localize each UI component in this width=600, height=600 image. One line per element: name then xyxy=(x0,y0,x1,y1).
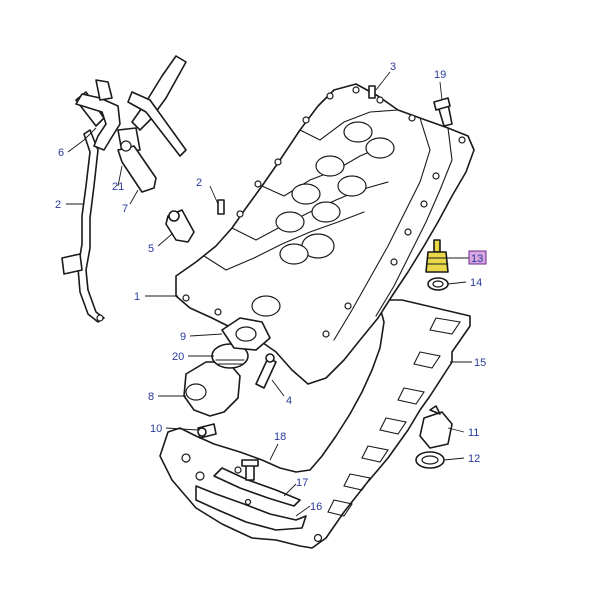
callout-19[interactable]: 19 xyxy=(434,69,446,81)
sensor-highlighted[interactable] xyxy=(425,239,449,273)
callout-21[interactable]: 21 xyxy=(112,181,124,193)
callout-2-stud[interactable]: 2 xyxy=(196,177,202,189)
sealing-washer-12[interactable] xyxy=(415,451,445,469)
callout-6[interactable]: 6 xyxy=(58,147,64,159)
leader-lines xyxy=(66,71,472,517)
temperature-switch[interactable] xyxy=(419,405,453,449)
callout-2-left[interactable]: 2 xyxy=(55,199,61,211)
thermostat-housing[interactable] xyxy=(183,361,241,417)
callout-17[interactable]: 17 xyxy=(296,477,308,489)
bolt-thermostat[interactable] xyxy=(255,353,277,389)
callout-8[interactable]: 8 xyxy=(148,391,154,403)
temperature-sender[interactable] xyxy=(117,140,157,193)
callout-11[interactable]: 11 xyxy=(468,427,479,439)
coolant-hose[interactable] xyxy=(75,79,121,151)
callout-14[interactable]: 14 xyxy=(470,277,482,289)
stud-upper[interactable] xyxy=(217,199,225,215)
bolt-housing[interactable] xyxy=(197,423,217,439)
sealing-washer-14[interactable] xyxy=(427,277,449,291)
callout-labels: 1 2 2 3 4 5 6 7 8 9 10 11 12 13 14 15 16… xyxy=(55,61,487,513)
callout-15[interactable]: 15 xyxy=(474,357,486,369)
gasket-strip[interactable] xyxy=(195,467,307,531)
bolt-gasket[interactable] xyxy=(241,459,259,481)
blanking-plug[interactable] xyxy=(165,209,195,243)
callout-10[interactable]: 10 xyxy=(150,423,162,435)
water-pipe[interactable] xyxy=(61,91,105,323)
bolt-manifold[interactable] xyxy=(433,97,453,127)
intake-manifold[interactable] xyxy=(175,83,475,385)
callout-20[interactable]: 20 xyxy=(172,351,184,363)
callout-18[interactable]: 18 xyxy=(274,431,286,443)
callout-13[interactable]: 13 xyxy=(471,253,483,265)
callout-1[interactable]: 1 xyxy=(134,291,140,303)
callout-4[interactable]: 4 xyxy=(286,395,292,407)
stud-top[interactable] xyxy=(368,85,376,99)
callout-9[interactable]: 9 xyxy=(180,331,186,343)
callout-13-highlight xyxy=(468,250,487,265)
callout-3[interactable]: 3 xyxy=(390,61,396,73)
callout-7[interactable]: 7 xyxy=(122,203,128,215)
thermostat-gasket[interactable] xyxy=(221,317,271,351)
callout-12[interactable]: 12 xyxy=(468,453,480,465)
callout-5[interactable]: 5 xyxy=(148,243,154,255)
callout-16[interactable]: 16 xyxy=(310,501,322,513)
